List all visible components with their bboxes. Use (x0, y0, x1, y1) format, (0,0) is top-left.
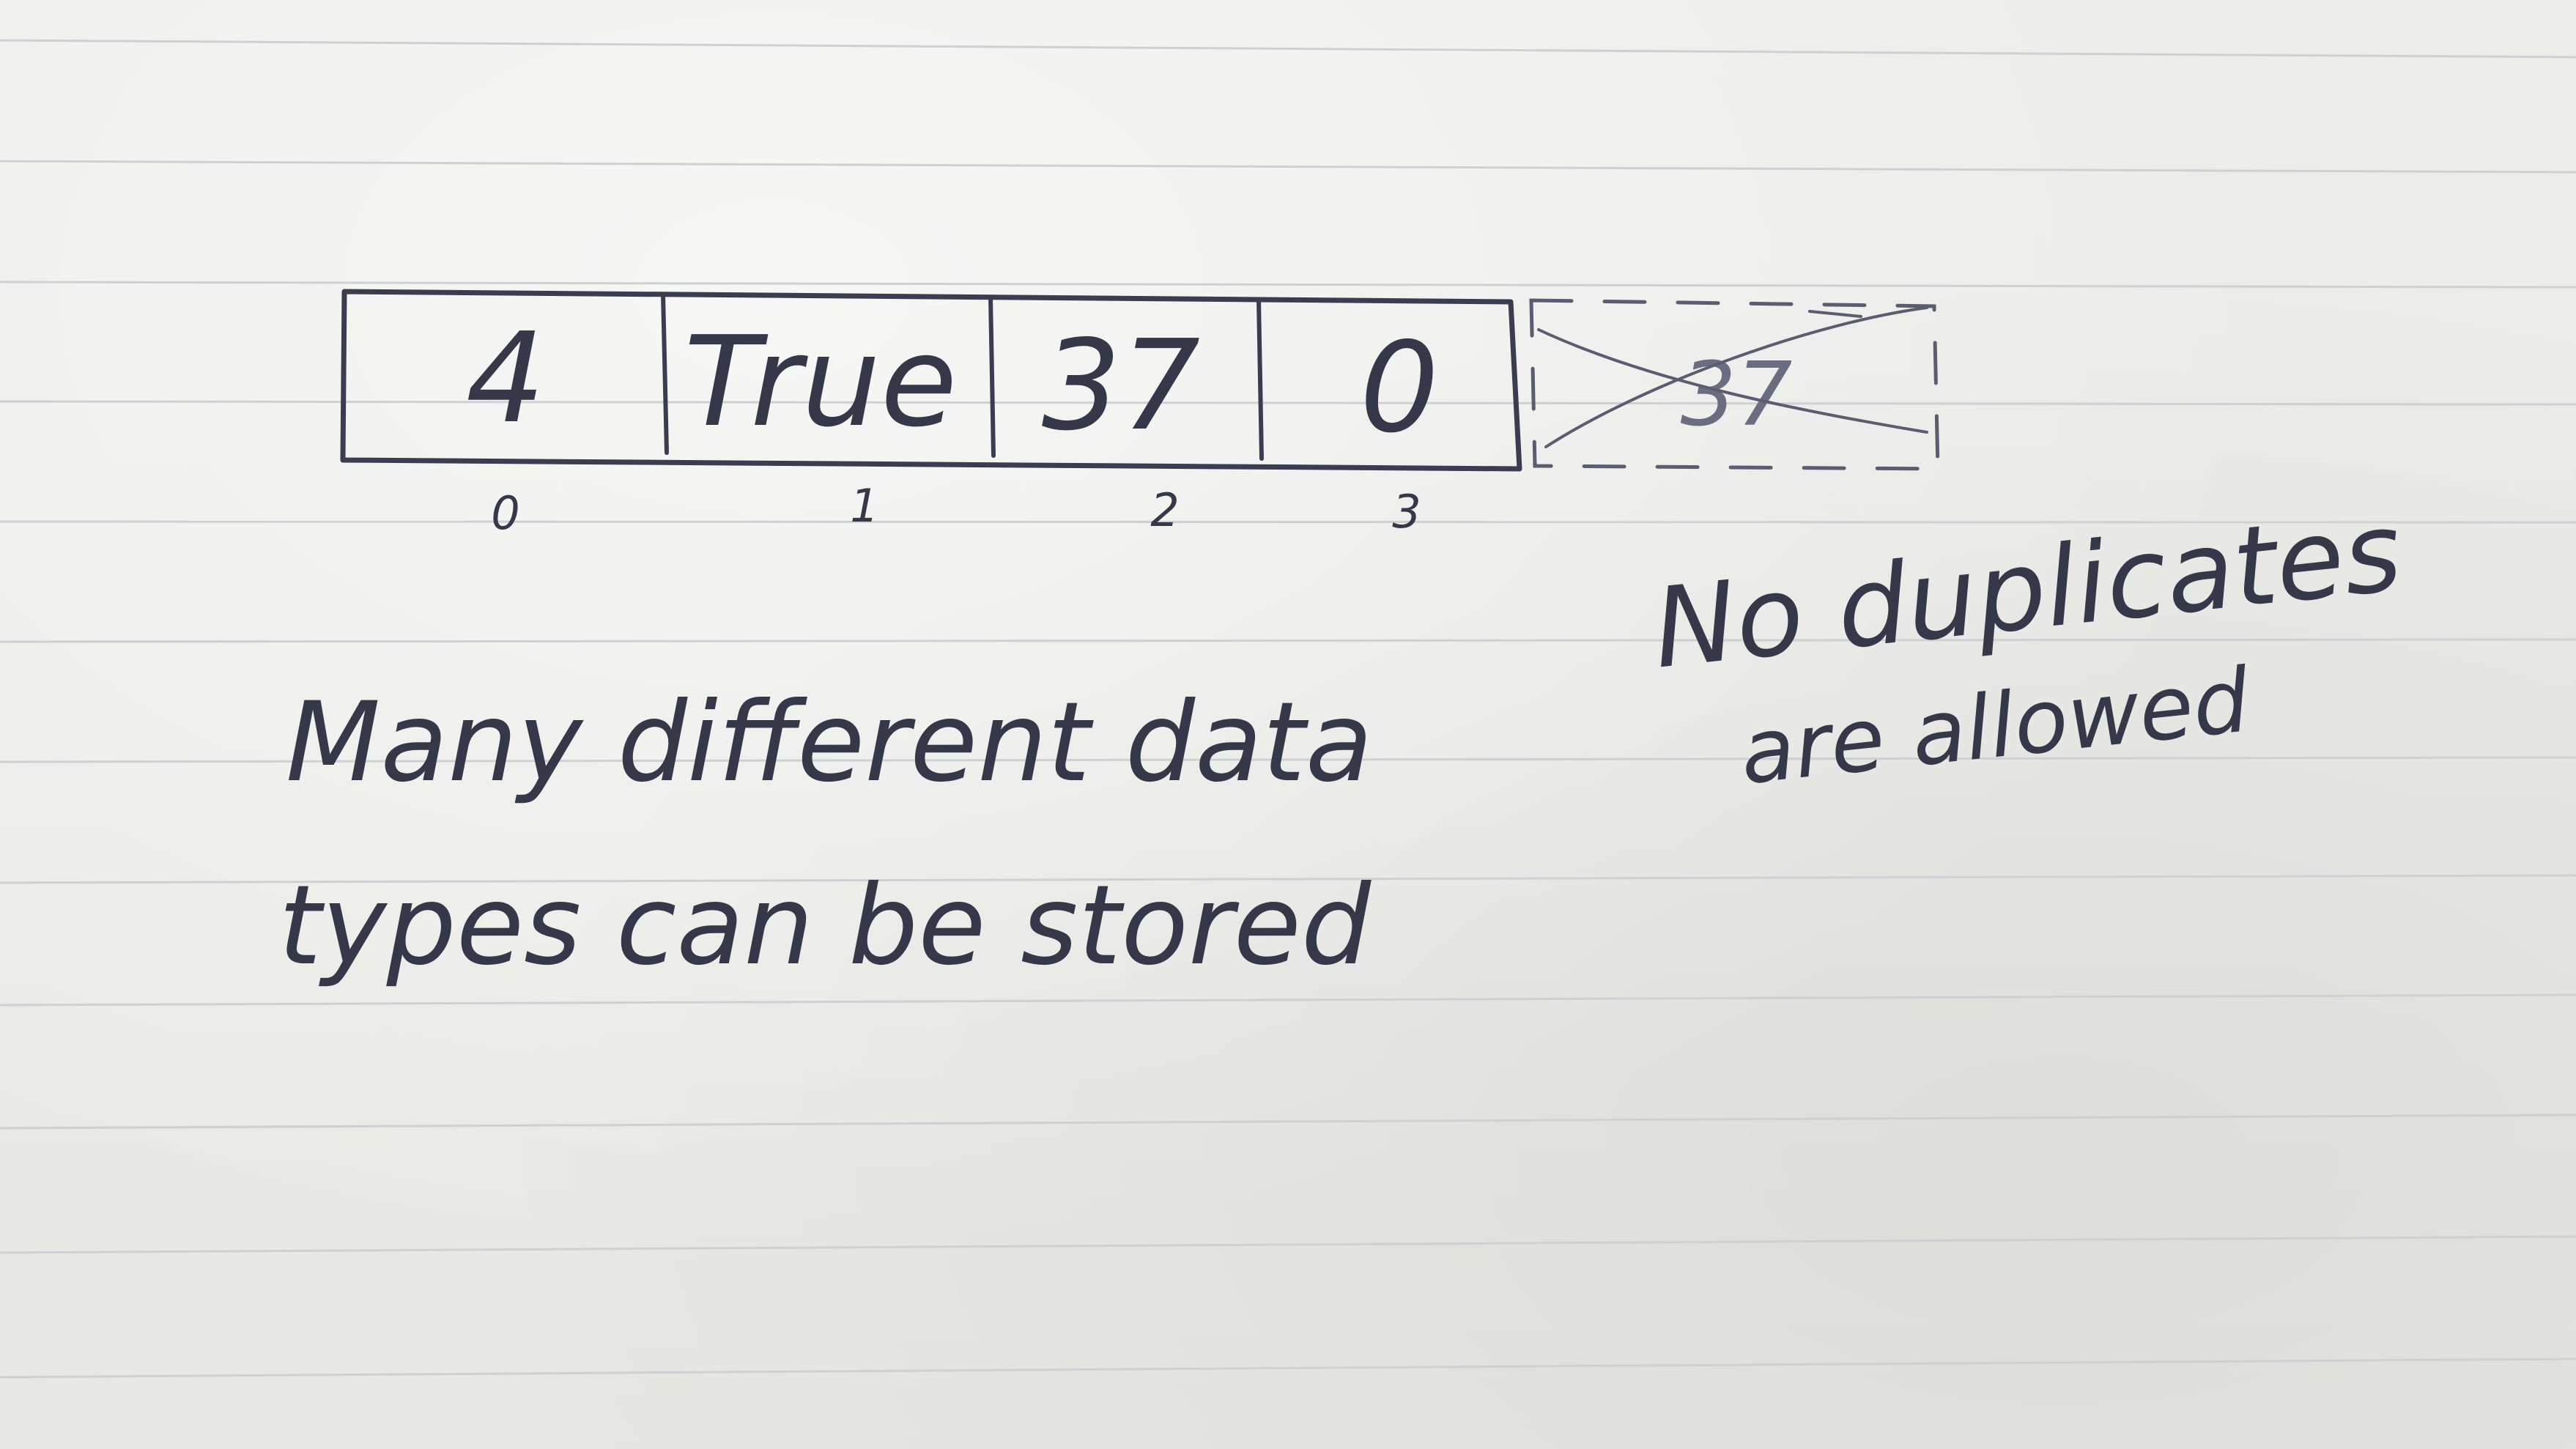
note-left-line-2: types can be stored (278, 862, 1372, 990)
ruled-lines (0, 39, 2576, 1379)
array-cells: 4 True 37 0 (466, 306, 1439, 461)
array-cell-1: True (684, 310, 958, 455)
array-index-3: 3 (1392, 485, 1421, 538)
array-cell-3: 0 (1360, 316, 1439, 461)
array-index-2: 2 (1150, 483, 1179, 537)
array-indices: 0 1 2 3 (491, 479, 1421, 540)
array-cell-0: 4 (466, 306, 545, 451)
array-box (340, 289, 1522, 472)
note-data-types: Many different data types can be stored (278, 679, 1373, 990)
array-cell-2: 37 (1042, 314, 1200, 459)
note-left-line-1: Many different data (286, 679, 1373, 807)
note-no-duplicates: No duplicates are allowed (1648, 488, 2407, 804)
array-index-0: 0 (491, 486, 519, 540)
rejected-duplicate-cell: 37 (1529, 298, 1940, 471)
array-index-1: 1 (850, 479, 878, 533)
note-right-line-1: No duplicates (1648, 488, 2407, 693)
